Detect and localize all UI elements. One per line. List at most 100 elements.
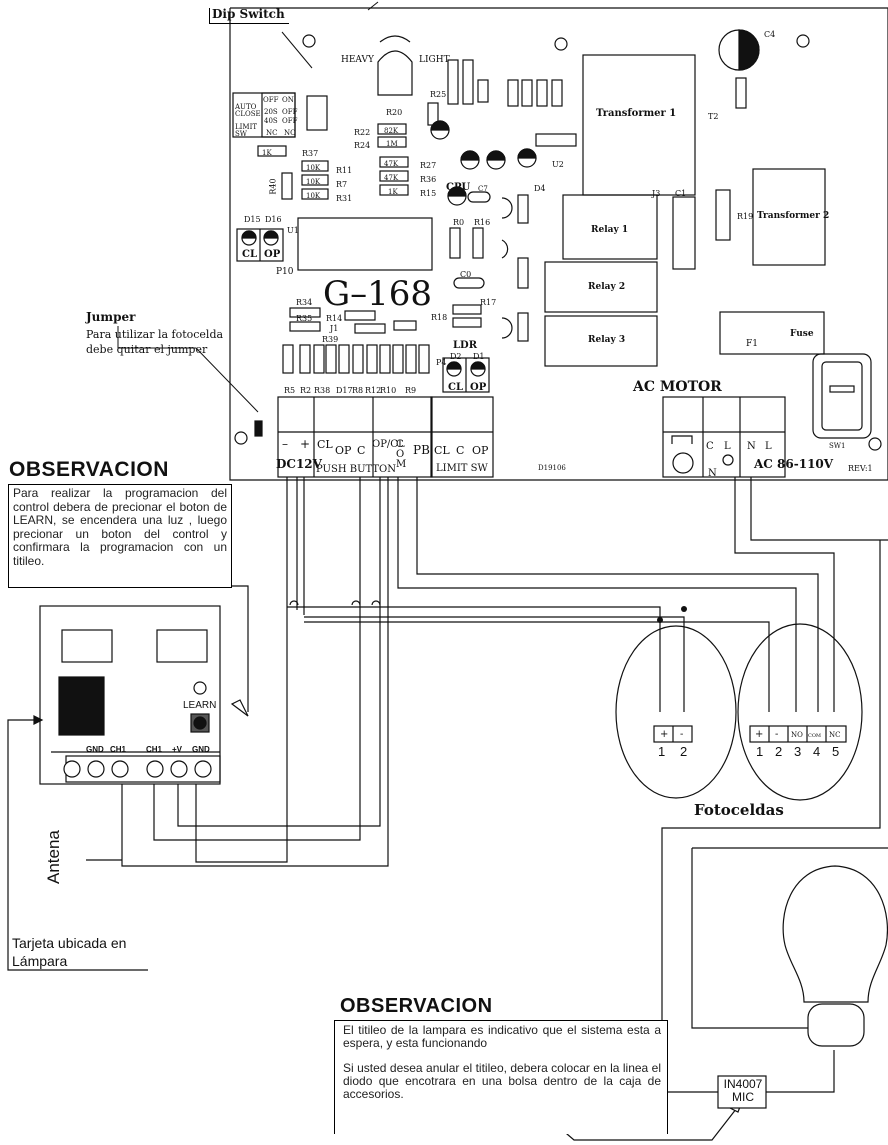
obs1-text: Para realizar la programacion del contro… [8,484,232,588]
ref-r12: R12 [365,386,382,395]
ref-r37: R37 [302,149,319,158]
diode-line-1: IN4007 [723,1077,763,1091]
lamp-bulb [782,865,888,1047]
ref-r31: R31 [336,194,353,203]
photocell-right [737,623,863,801]
rx-gnd-1: GND [86,745,104,754]
ref-d1: D1 [473,352,485,361]
ref-d16: D16 [265,215,282,224]
term-limit-op: OP [472,444,489,457]
res-10k-b: 10K [306,178,321,186]
model-label: G–168 [323,274,433,314]
ac-motor-label: AC MOTOR [633,379,722,395]
ref-r40: R40 [268,178,278,195]
obs2-box: El titileo de la lampara es indicativo q… [334,1020,668,1134]
term-limit-c: C [456,444,465,457]
ref-r20: R20 [386,108,403,117]
terminal-block-limit [430,396,494,478]
pc-right-com: COM [808,733,822,739]
pc-right-num1: 1 [756,744,764,759]
ac-l: L [765,441,772,452]
ref-r34: R14 [326,314,343,323]
ref-c7: C7 [478,185,488,193]
pot-heavy-label: HEAVY [341,55,374,65]
jumper-text: Para utilizar la fotocelda debe quitar e… [86,328,224,356]
ref-r39: R39 [322,335,339,344]
ac-n: N [747,441,756,452]
ref-t2: T2 [708,112,719,121]
term-pb: PB [413,443,430,457]
res-1m: 1M [386,140,398,148]
diode-line-2: MIC [732,1090,754,1104]
relay-1 [562,194,658,260]
fuse-label: Fuse [790,329,814,339]
tarjeta-label: Tarjeta ubicada en Lámpara [12,935,127,969]
transformer-1-label: Transformer 1 [596,108,677,119]
cl-label: CL [242,249,257,260]
relay-3-label: Relay 3 [588,335,626,345]
fuse-ref: F1 [746,339,758,349]
op-label: OP [264,249,281,260]
ref-r25: R25 [430,90,447,99]
dip-row-off2: OFF [282,117,298,125]
res-10k-a: 10K [306,164,321,172]
dip-row-40s: 40S [264,117,278,125]
term-plus: + [300,437,311,451]
ldr-op-label: OP [470,382,487,393]
res-10k-c: 10K [306,192,321,200]
term-op: OP [335,444,352,457]
learn-label: LEARN [183,700,217,711]
rx-ch1-2: CH1 [146,745,163,754]
pc-right-nc: NC [829,731,841,739]
p4-label: P4 [436,358,447,367]
ref-u1: U1 [287,226,299,235]
dip-row-auto: AUTO CLOSE [235,103,261,118]
dip-row-no: NO [284,129,296,137]
dip-header-off: OFF [263,96,279,104]
terminal-block-ac [662,396,786,478]
ref-r38: R38 [314,386,331,395]
pc-right-num4: 4 [813,744,821,759]
relay-2 [544,261,658,313]
pc-right-minus: - [775,729,779,740]
ref-r6: R34 [296,298,313,307]
ref-r17: R17 [480,298,497,307]
dip-switch-label: Dip Switch [209,8,289,24]
jumper-title: Jumper [86,310,136,324]
ref-r19: R19 [737,212,754,221]
term-com: COM [396,439,407,470]
ldr-cl-label: CL [448,382,463,393]
ref-d15: D15 [244,215,261,224]
ref-r24: R24 [354,141,371,150]
transformer-1 [582,54,696,196]
ref-r7: R7 [336,180,348,189]
pc-right-no: NO [791,731,803,739]
diode-label: IN4007 MIC [720,1078,766,1104]
pc-right-plus: + [755,729,764,740]
transformer-2-label: Transformer 2 [757,211,830,221]
pot-light-label: LIGHT [419,55,450,65]
fuse [719,311,825,355]
term-push-button: PUSH BUTTON [316,464,396,475]
pc-left-minus: - [680,729,684,740]
motor-c: C [706,441,714,452]
ref-r8: R8 [352,386,364,395]
obs1-title: OBSERVACION [9,458,169,481]
ref-j3: J3 [652,189,661,198]
res-1k: 1K [262,149,272,157]
pc-left-plus: + [660,729,669,740]
obs2-title: OBSERVACION [340,995,493,1017]
ref-u2: U2 [552,160,564,169]
ref-r9: R9 [405,386,417,395]
pc-right-num3: 3 [794,744,802,759]
res-1k-b: 1K [388,188,398,196]
ref-c4: C4 [764,30,776,39]
rx-v: +V [172,745,183,754]
term-cl: CL [317,438,333,451]
diode-in4007 [717,1075,767,1109]
term-dc12v: DC12V [276,457,322,471]
terminal-block-control [277,396,433,478]
pc-left-num1: 1 [658,744,666,759]
obs2-paragraph-1: El titileo de la lampara es indicativo q… [343,1023,661,1050]
ref-r15: R15 [420,189,437,198]
